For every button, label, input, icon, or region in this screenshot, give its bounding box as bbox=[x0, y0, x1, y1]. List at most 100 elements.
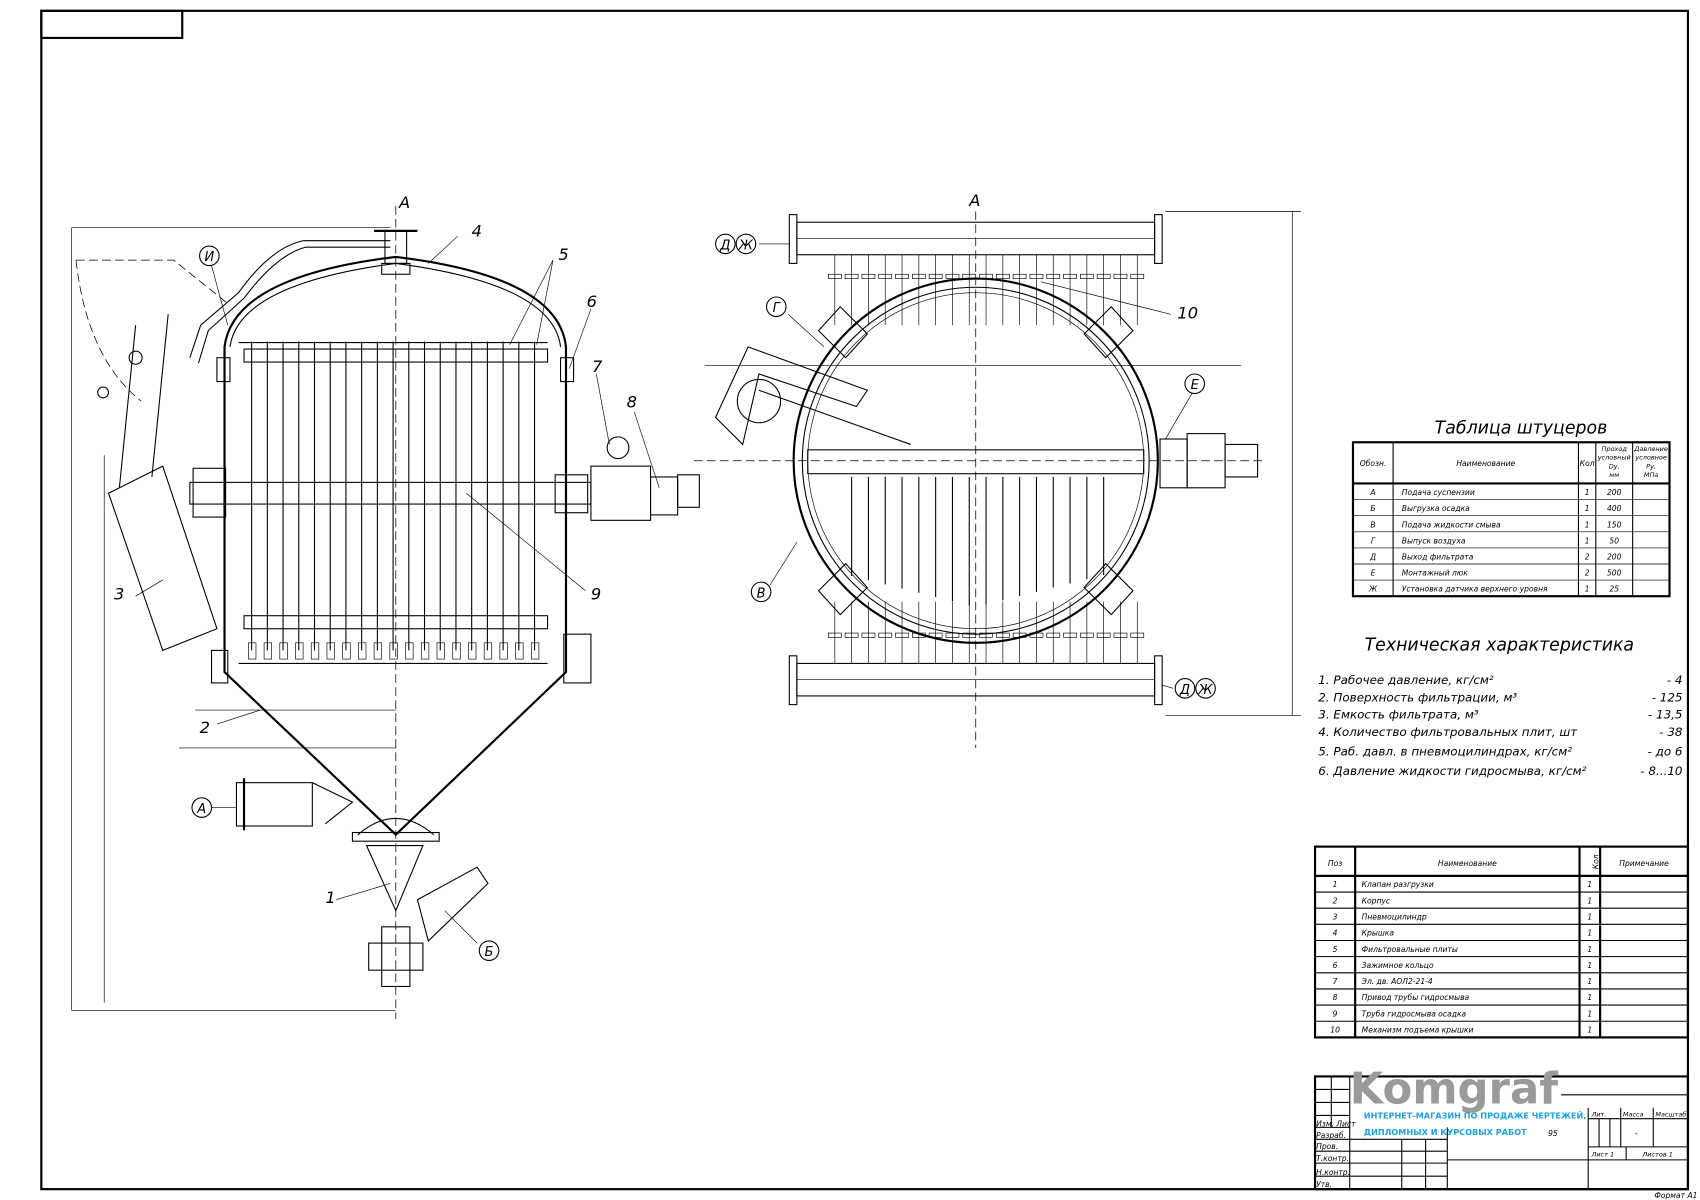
callout-1: 1 bbox=[325, 888, 335, 907]
nozzle-table-cell: 1 bbox=[1585, 520, 1590, 529]
nozzle-table-cell: 2 bbox=[1585, 552, 1590, 561]
parts-table-cell: 1 bbox=[1587, 1026, 1592, 1035]
connector-flange bbox=[1080, 273, 1094, 279]
nozzle-table-cell: 1 bbox=[1585, 488, 1590, 497]
nozzle-table-cell: 2 bbox=[1585, 569, 1590, 578]
connector-flange bbox=[1096, 273, 1111, 279]
connector-flange bbox=[827, 273, 842, 279]
parts-table-cell: Клапан разгрузки bbox=[1362, 880, 1434, 889]
vessel-top-view: А Д Ж Д Ж Г В Е 10 bbox=[693, 191, 1301, 748]
connector-flange bbox=[996, 632, 1010, 638]
parts-table-cell: 1 bbox=[1587, 912, 1592, 921]
callout-4: 4 bbox=[472, 221, 482, 240]
sheet-label: Лист 1 bbox=[1590, 1151, 1614, 1159]
plate-outlet bbox=[310, 642, 320, 660]
parts-table-cell: Крышка bbox=[1362, 929, 1395, 938]
parts-table-cell: 5 bbox=[1333, 945, 1338, 954]
tech-spec-value: - 125 bbox=[1652, 690, 1683, 704]
connector-flange bbox=[895, 273, 909, 279]
parts-table-header: Кол bbox=[1592, 854, 1601, 869]
plate-outlet bbox=[248, 642, 257, 660]
nozzle-table-cell: Установка датчика верхнего уровня bbox=[1402, 585, 1548, 594]
row-label-izm: Изм. Лист bbox=[1316, 1119, 1356, 1128]
plate-outlet bbox=[530, 642, 540, 660]
connector-flange bbox=[928, 632, 943, 638]
connector-flange bbox=[979, 273, 993, 279]
nozzle-v-label: В bbox=[757, 586, 766, 601]
connector-flange bbox=[962, 632, 977, 638]
nozzle-table-cell: Выход фильтрата bbox=[1402, 552, 1474, 561]
connector-flange bbox=[1130, 632, 1145, 638]
drawing-frame bbox=[40, 9, 1690, 1191]
tech-spec-value: - 13,5 bbox=[1648, 708, 1683, 722]
connector-flange bbox=[878, 632, 893, 638]
nozzle-table-cell: 1 bbox=[1585, 504, 1590, 513]
nozzle-table-header: Кол bbox=[1580, 459, 1595, 468]
parts-table-cell: Эл. дв. АОЛ2-21-4 bbox=[1361, 977, 1433, 986]
nozzle-zh-label-bottom: Ж bbox=[1198, 683, 1214, 698]
nozzle-d-label-bottom: Д bbox=[1179, 683, 1190, 698]
callout-6: 6 bbox=[587, 292, 597, 311]
detail-callout-label: И bbox=[204, 250, 214, 265]
nozzle-table-header: условное bbox=[1634, 454, 1667, 462]
nozzle-table-title: Таблица штуцеров bbox=[1435, 419, 1608, 439]
row-label-razrab: Разраб. bbox=[1316, 1131, 1346, 1140]
nozzle-table-cell: Монтажный люк bbox=[1402, 569, 1469, 578]
nozzle-table-header: Наименование bbox=[1456, 459, 1515, 468]
plate-outlet bbox=[389, 642, 398, 660]
parts-table-cell: 1 bbox=[1587, 929, 1592, 938]
plate-outlet bbox=[373, 642, 383, 660]
connector-flange bbox=[861, 632, 876, 638]
nozzle-table-cell: Подача жидкости смыва bbox=[1402, 520, 1501, 529]
parts-table-cell: 1 bbox=[1587, 993, 1592, 1002]
nozzle-table-cell: 400 bbox=[1607, 504, 1622, 513]
scale-label: Масштаб bbox=[1655, 1111, 1686, 1119]
tech-spec-value: - 4 bbox=[1667, 673, 1683, 687]
nozzle-table-cell: Г bbox=[1371, 536, 1376, 545]
tech-spec-label: 2. Поверхность фильтрации, м³ bbox=[1318, 690, 1517, 704]
connector-flange bbox=[1096, 632, 1111, 638]
connector-flange bbox=[827, 632, 842, 638]
parts-table-cell: Фильтровальные плиты bbox=[1362, 945, 1458, 954]
scale-value: - bbox=[1635, 1129, 1638, 1138]
nozzle-table-cell: 500 bbox=[1607, 569, 1622, 578]
callout-2: 2 bbox=[200, 718, 210, 737]
nozzle-table-cell: 1 bbox=[1585, 585, 1590, 594]
nozzle-table-header: Проход bbox=[1602, 445, 1628, 453]
nozzle-v-circle bbox=[750, 581, 772, 603]
nozzle-table-cell: Выпуск воздуха bbox=[1402, 536, 1466, 545]
row-label-utv: Утв. bbox=[1316, 1180, 1332, 1189]
connector-flange bbox=[1046, 632, 1061, 638]
nozzle-table-header: условный bbox=[1597, 454, 1631, 462]
connector-flange bbox=[1113, 273, 1128, 279]
tech-spec-label: 6. Давление жидкости гидросмыва, кг/см² bbox=[1318, 764, 1586, 778]
nozzle-table-cell: 200 bbox=[1607, 488, 1622, 497]
nozzle-table-header: Обозн. bbox=[1360, 459, 1387, 468]
nozzle-table-header: мм bbox=[1609, 471, 1619, 479]
connector-flange bbox=[962, 273, 977, 279]
plate-outlet bbox=[420, 642, 430, 660]
format-label: Формат А1 bbox=[1654, 1191, 1697, 1200]
ad-line-2: ДИПЛОМНЫХ И КУРСОВЫХ РАБОТ bbox=[1364, 1127, 1527, 1137]
parts-table-header: Наименование bbox=[1438, 859, 1497, 868]
mass-label: Масса bbox=[1623, 1111, 1644, 1119]
nozzle-table-cell: А bbox=[1369, 488, 1375, 497]
nozzle-table-cell: 25 bbox=[1609, 585, 1619, 594]
parts-table-cell: Зажимное кольцо bbox=[1362, 961, 1434, 970]
row-label-prov: Пров. bbox=[1316, 1142, 1338, 1151]
nozzle-zh-circle-bottom bbox=[1195, 678, 1216, 699]
nozzle-a-circle bbox=[191, 797, 213, 818]
nozzle-b-label: Б bbox=[485, 945, 494, 960]
tech-spec-value: - до 6 bbox=[1648, 745, 1683, 759]
nozzle-b-circle bbox=[478, 940, 500, 961]
vessel-side-view: А И 4 5 6 7 8 9 3 2 1 А Б bbox=[71, 193, 700, 1019]
view-direction-label: А bbox=[398, 193, 410, 212]
parts-table-cell: Механизм подъема крышки bbox=[1362, 1026, 1474, 1035]
callout-10: 10 bbox=[1177, 304, 1198, 323]
parts-table-cell: 3 bbox=[1333, 912, 1338, 921]
plate-outlet bbox=[295, 642, 304, 660]
plate-outlet bbox=[263, 642, 273, 660]
connector-flange bbox=[945, 273, 960, 279]
nozzle-g-circle bbox=[765, 296, 787, 318]
connector-flange bbox=[1029, 273, 1044, 279]
